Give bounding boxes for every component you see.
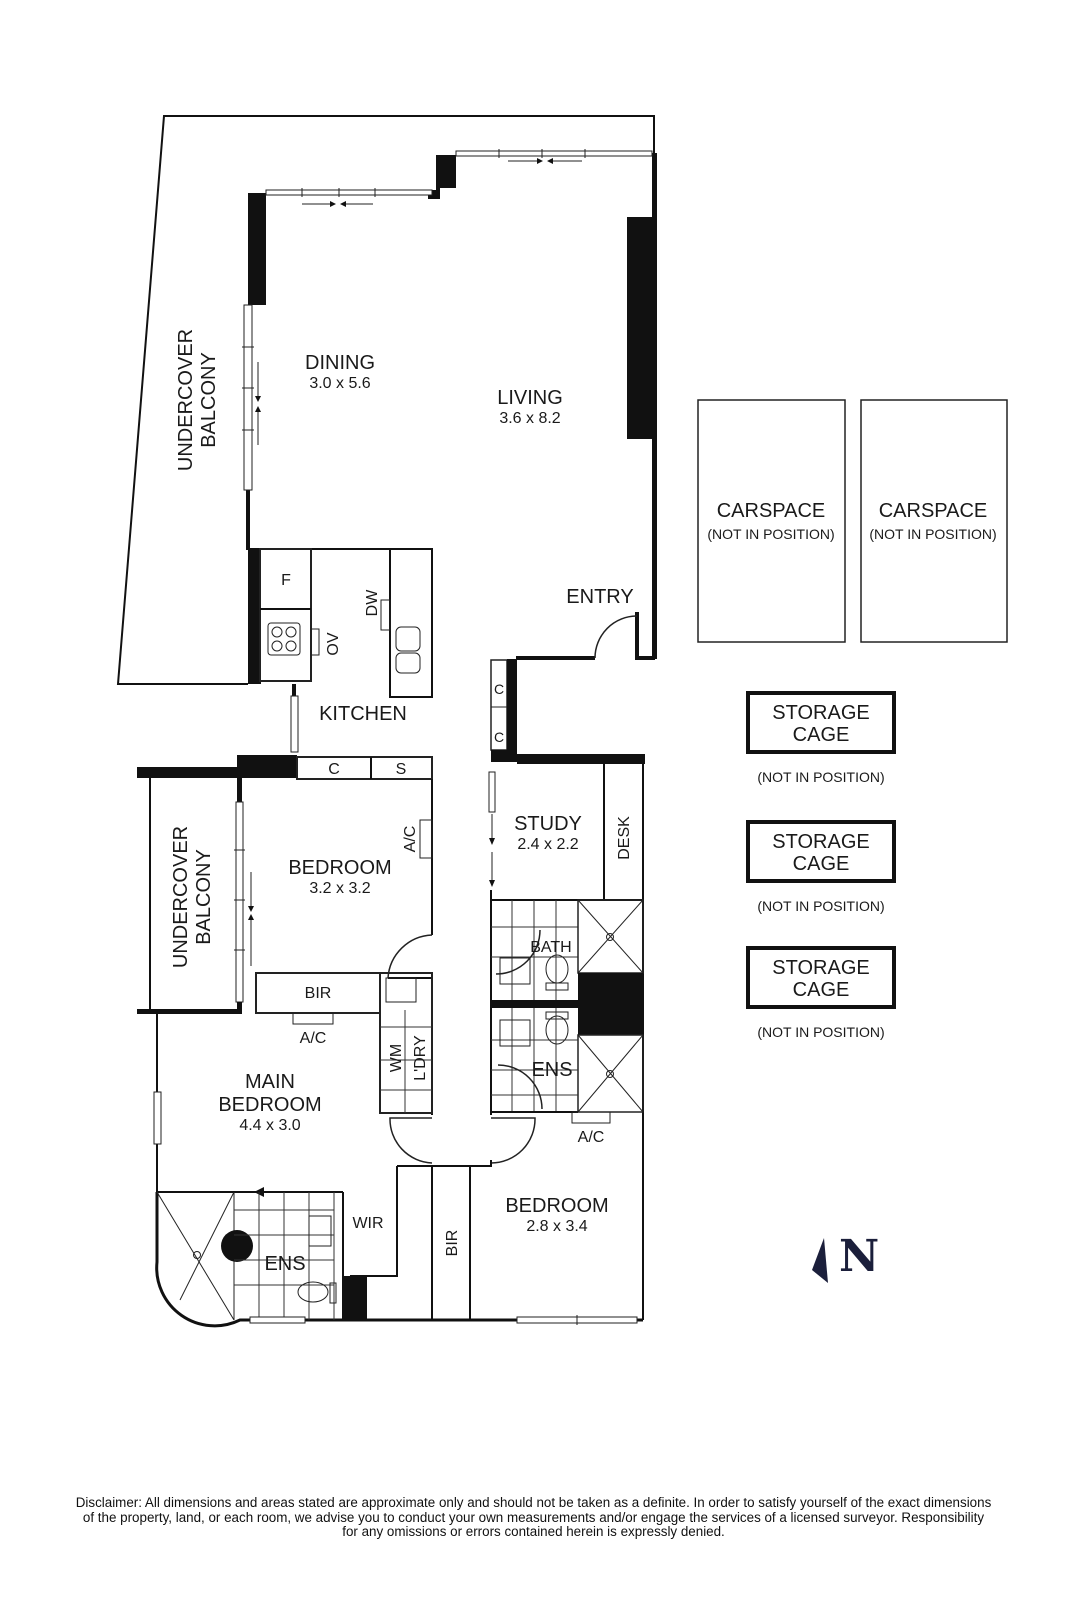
bedroom2-bir: BIR [305,985,332,1002]
corridor-cupboards [490,659,645,764]
bedroom2-label: BEDROOM [288,857,391,879]
cupboard-c-1: C [494,681,504,697]
storage-2-line2: CAGE [793,853,850,875]
dining-label: DINING [305,352,375,374]
balcony-mid-line2: BALCONY [193,849,215,945]
living-label: LIVING [497,387,563,409]
disclaimer-line-2: of the property, land, or each room, we … [82,1509,985,1525]
study-label: STUDY [514,813,582,835]
entry-label: ENTRY [566,586,633,608]
cupboard-c-2: C [494,729,504,745]
carspaces [697,399,1008,643]
ens-right-label: ENS [531,1059,572,1081]
dining-dims: 3.0 x 5.6 [309,375,370,392]
bedroom3-bir: BIR [444,1230,461,1257]
bedroom3-dims: 2.8 x 3.4 [526,1218,587,1235]
storage-1-note: (NOT IN POSITION) [757,769,884,785]
fridge-label: F [281,572,291,589]
balcony-top-outline [116,115,655,685]
balcony-top-line1: UNDERCOVER [175,329,197,471]
storage-cages [746,691,896,1009]
carspace-2-label: CARSPACE [879,500,988,522]
living-dims: 3.6 x 8.2 [499,410,560,427]
main-bedroom-line2: BEDROOM [218,1094,321,1116]
ens-main-label: ENS [264,1253,305,1275]
laundry-label: L'DRY [412,1035,429,1081]
living-dining-walls [242,149,657,660]
kitchen [248,548,433,753]
main-bedroom-line1: MAIN [245,1071,295,1093]
bedroom2-dims: 3.2 x 3.2 [309,880,370,897]
storage-3-note: (NOT IN POSITION) [757,1024,884,1040]
north-compass: N [812,1231,879,1283]
disclaimer-line-3: for any omissions or errors contained he… [342,1524,725,1539]
cupboard-c-3: C [328,761,340,778]
compass-arrow-icon [812,1238,828,1283]
bedroom2-ac: A/C [402,826,419,853]
bedroom3-label: BEDROOM [505,1195,608,1217]
oven-label: OV [325,632,342,655]
wir-label: WIR [352,1215,383,1232]
study-bath-ens [488,764,644,1320]
storage-s: S [396,761,407,778]
balcony-top-line2: BALCONY [198,352,220,448]
disclaimer-line-1: Disclaimer: All dimensions and areas sta… [75,1495,992,1510]
compass-n-label: N [839,1231,879,1282]
main-ensuite [155,1187,643,1328]
main-bedroom [153,1014,536,1320]
dishwasher-label: DW [364,589,381,617]
storage-3-line1: STORAGE [772,957,869,979]
bath-label: BATH [530,939,571,956]
carspace-1-label: CARSPACE [717,500,826,522]
kitchen-label: KITCHEN [319,703,407,725]
main-bedroom-ac: A/C [300,1030,327,1047]
desk-label: DESK [616,816,633,860]
storage-1-line2: CAGE [793,724,850,746]
washing-machine-label: WM [388,1044,405,1072]
storage-2-note: (NOT IN POSITION) [757,898,884,914]
carspace-2-note: (NOT IN POSITION) [869,526,996,542]
main-bedroom-dims: 4.4 x 3.0 [239,1117,300,1134]
storage-3-line2: CAGE [793,979,850,1001]
balcony-mid-line1: UNDERCOVER [170,826,192,968]
storage-1-line1: STORAGE [772,702,869,724]
carspace-1-note: (NOT IN POSITION) [707,526,834,542]
bedroom3-ac: A/C [578,1129,605,1146]
laundry [379,972,433,1114]
storage-2-line1: STORAGE [772,831,869,853]
disclaimer: Disclaimer: All dimensions and areas sta… [20,1495,1047,1540]
study-dims: 2.4 x 2.2 [517,836,578,853]
